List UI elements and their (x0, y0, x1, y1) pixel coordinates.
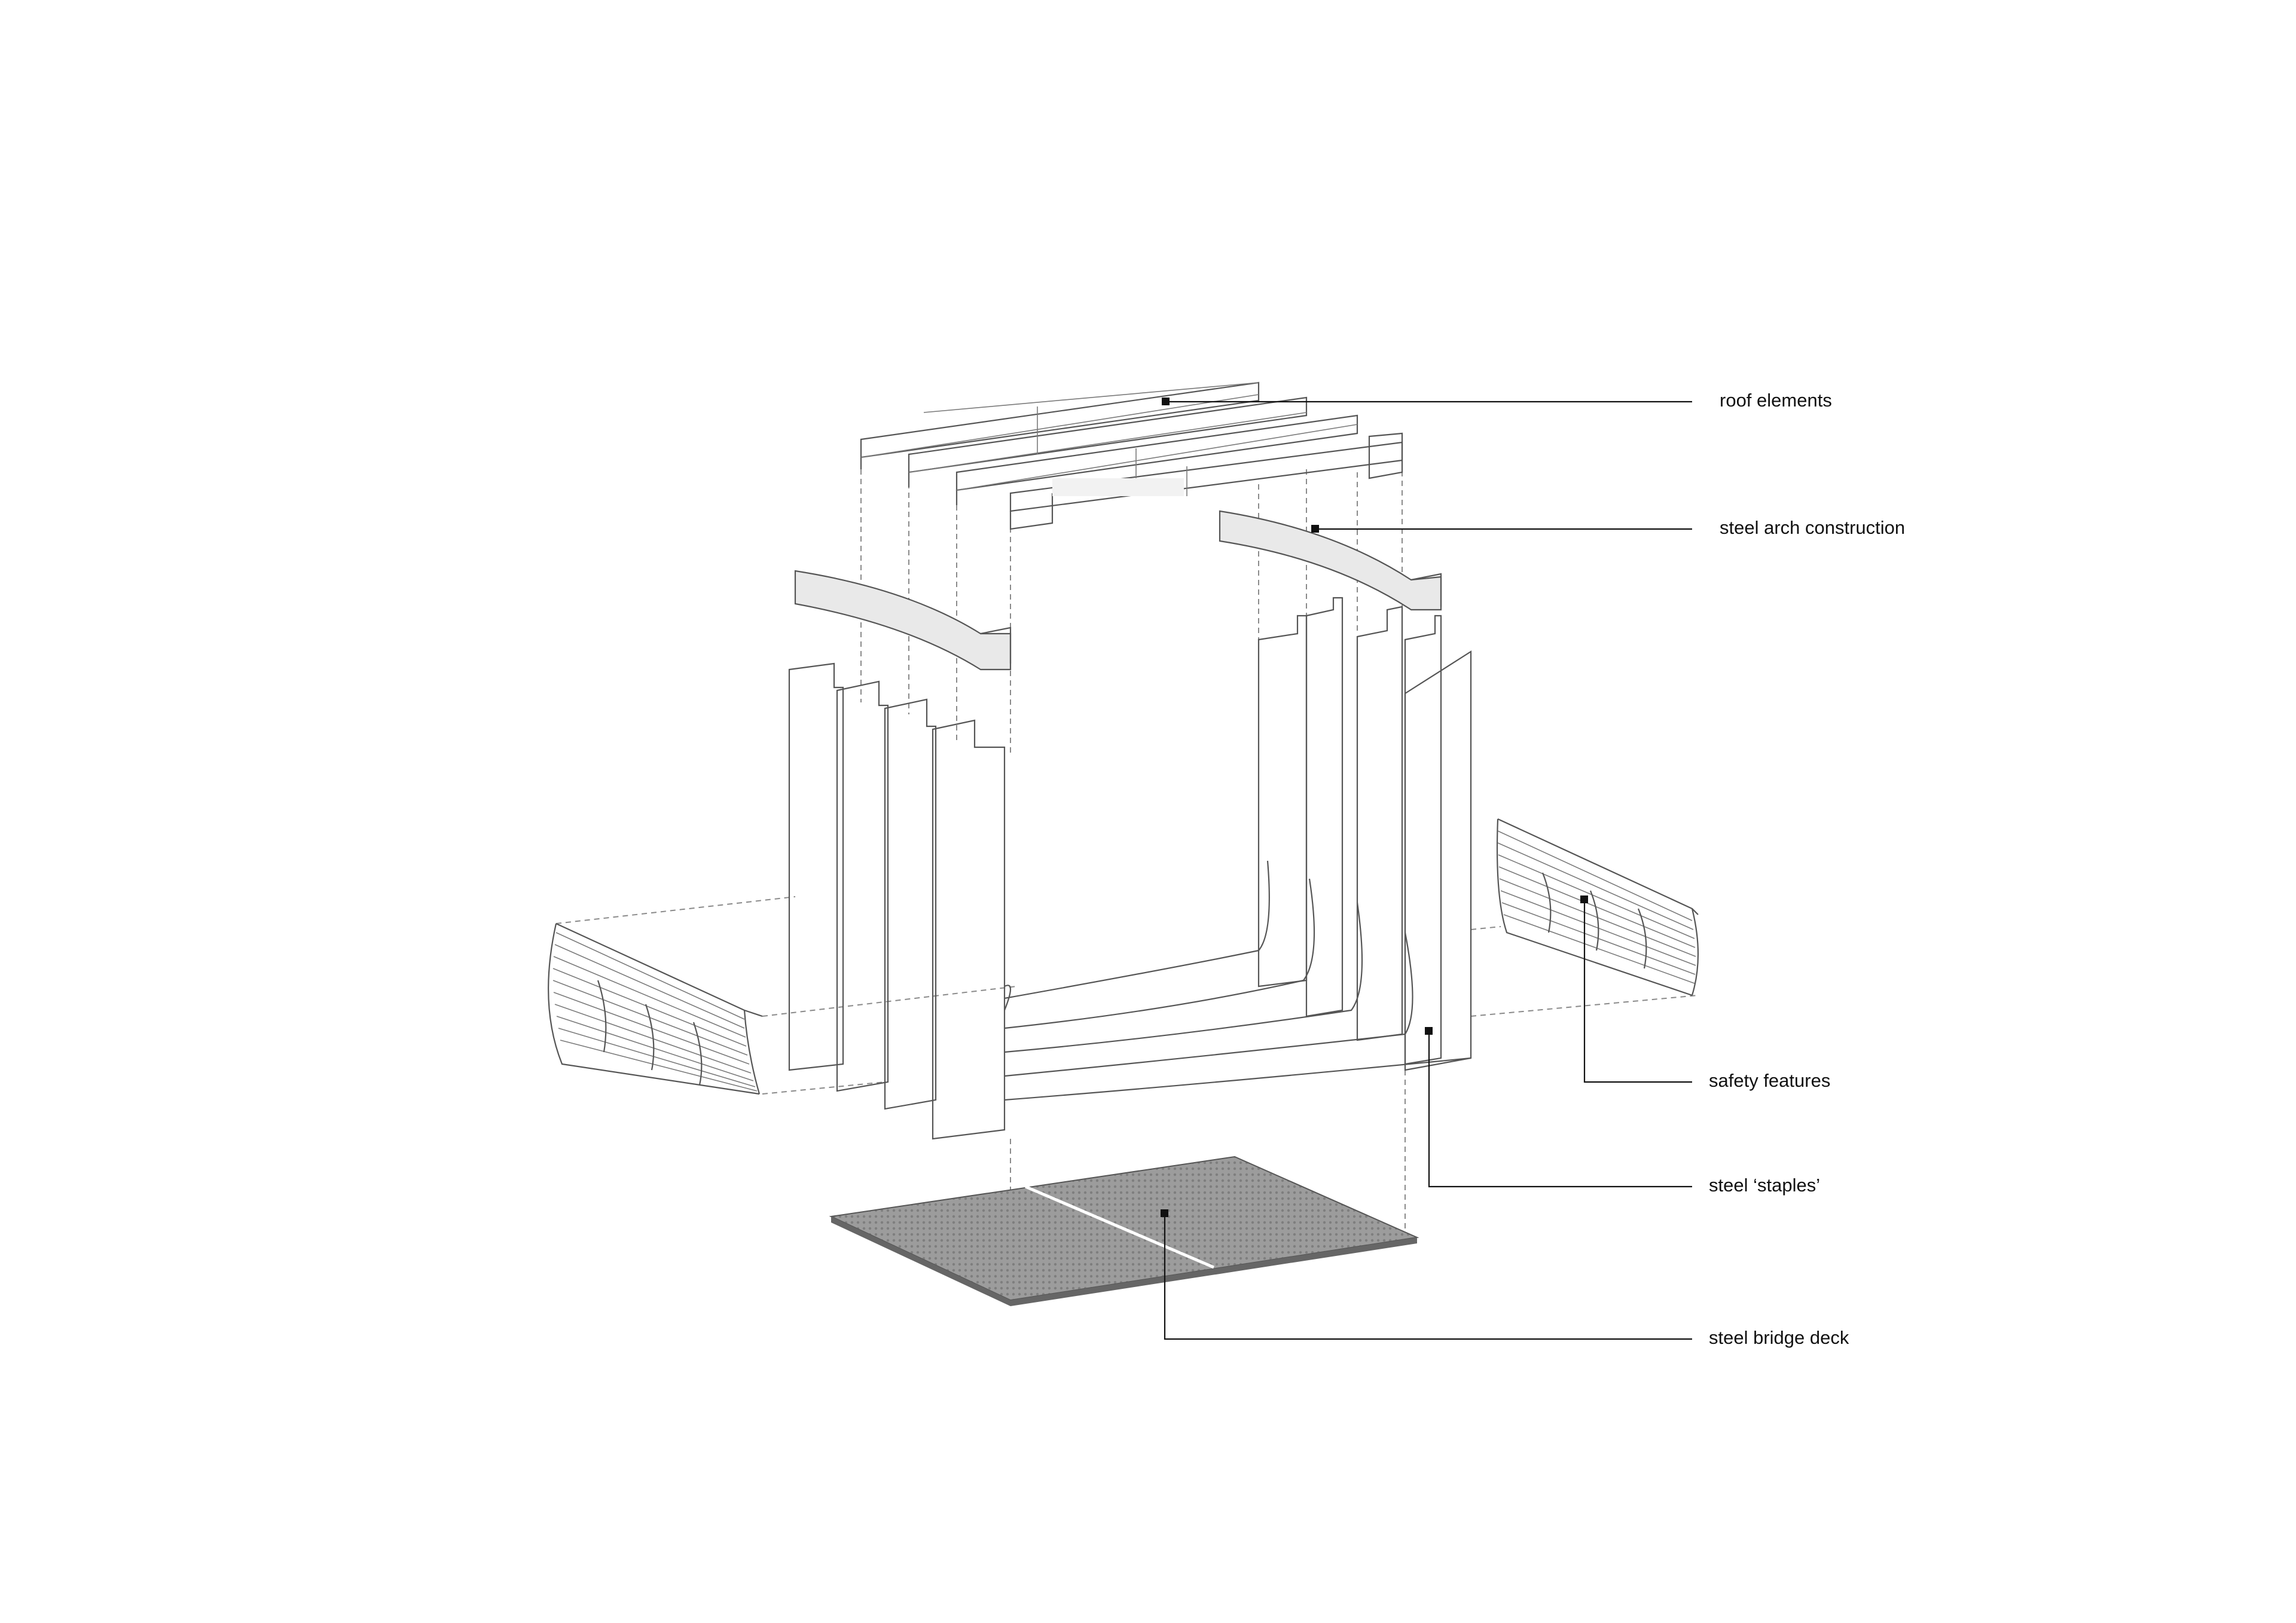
label-steel-staples: steel ‘staples’ (1709, 1175, 1821, 1196)
leader-lines (1161, 398, 1692, 1340)
label-safety-features: safety features (1709, 1070, 1831, 1091)
steel-bridge-deck (829, 1156, 1419, 1306)
abutment-left (548, 923, 763, 1095)
label-steel-arch-construction: steel arch construction (1720, 517, 1906, 538)
roof-elements (860, 381, 1403, 530)
abutment-right (1496, 818, 1699, 997)
projection-lines (555, 442, 1699, 1279)
label-roof-elements: roof elements (1720, 390, 1832, 411)
label-steel-bridge-deck: steel bridge deck (1709, 1327, 1849, 1348)
steel-arches (794, 510, 1442, 671)
steel-staples (788, 597, 1472, 1140)
